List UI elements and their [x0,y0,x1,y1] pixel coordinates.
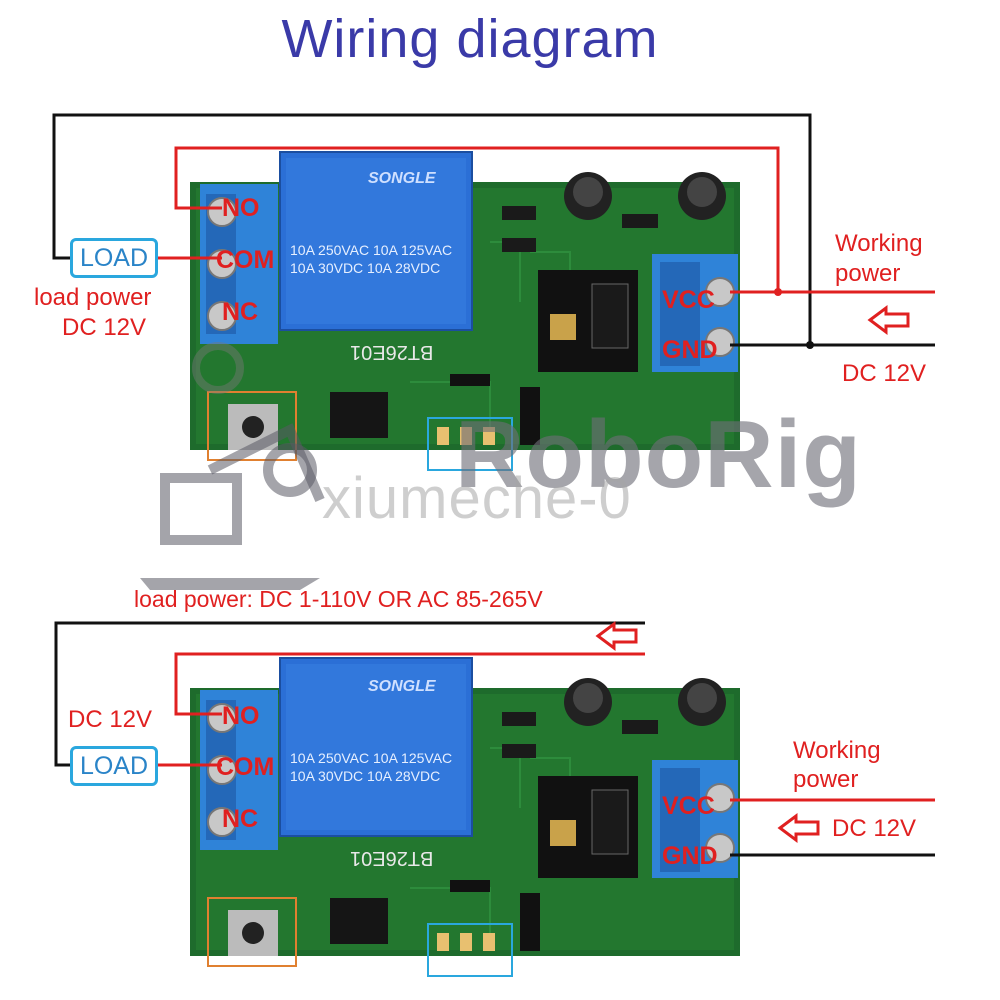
pcb-board-bottom [189,657,741,977]
board-model-top: BT26E01 [350,341,434,363]
terminal-com-bottom: COM [216,753,275,781]
relay-brand-top: SONGLE [368,170,436,187]
load-power-label-top: load power [34,284,152,311]
load-box-top: LOAD [70,238,158,278]
board-model-bottom: BT26E01 [350,847,434,869]
watermark-brand: RoboRig [455,401,862,508]
page-title: Wiring diagram [281,9,659,69]
terminal-no-top: NO [222,194,260,222]
relay-rating-1-top: 10A 250VAC 10A 125VAC [290,242,453,258]
terminal-gnd-bottom: GND [662,842,718,870]
side-voltage-bottom: DC 12V [68,706,153,733]
relay-brand-bottom: SONGLE [368,678,436,695]
watermark-sub: xiumeche-0 [322,466,632,531]
load-box-bottom: LOAD [70,746,158,786]
terminal-vcc-top: VCC [662,286,715,314]
supply-voltage-bottom: DC 12V [832,815,917,842]
working-power-label-bottom-2: power [793,766,859,793]
terminal-vcc-bottom: VCC [662,792,715,820]
terminal-nc-bottom: NC [222,805,259,833]
relay-rating-2-bottom: 10A 30VDC 10A 28VDC [290,768,441,784]
working-power-label-bottom-1: Working [793,737,881,764]
working-power-label-top-1: Working [835,230,923,257]
terminal-no-bottom: NO [222,702,260,730]
relay-rating-1-bottom: 10A 250VAC 10A 125VAC [290,750,453,766]
terminal-com-top: COM [216,246,275,274]
load-power-header: load power: DC 1-110V OR AC 85-265V [134,586,543,612]
working-power-label-top-2: power [835,260,901,287]
terminal-gnd-top: GND [662,336,718,364]
terminal-nc-top: NC [222,298,259,326]
supply-voltage-top: DC 12V [842,360,927,387]
relay-rating-2-top: 10A 30VDC 10A 28VDC [290,260,441,276]
load-power-voltage-top: DC 12V [62,314,147,341]
